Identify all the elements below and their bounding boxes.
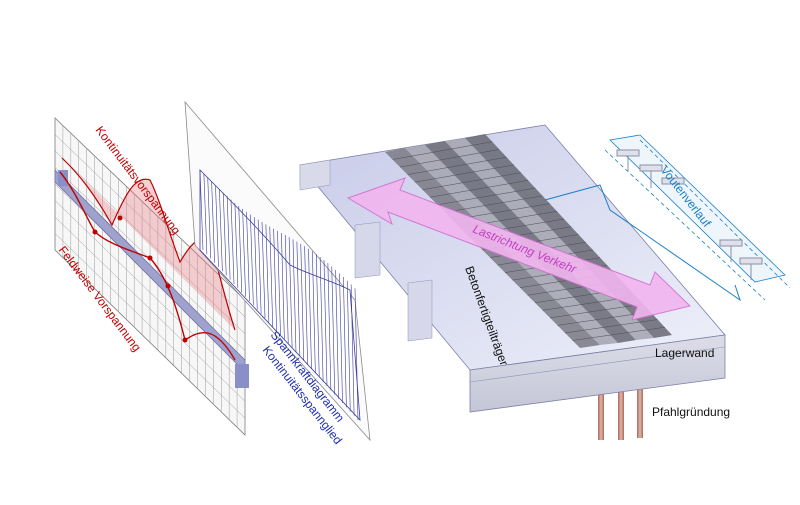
force-hatch-line [354, 288, 359, 421]
force-hatch-line [308, 248, 312, 370]
label-lagerwand: Lagerwand [655, 346, 714, 360]
force-hatch-line [273, 228, 277, 331]
force-hatch-line [339, 273, 343, 404]
force-hatch-line [319, 257, 324, 382]
support-block [58, 170, 68, 186]
force-hatch-line [304, 246, 308, 365]
load-direction-arrow [346, 177, 691, 321]
force-hatch-line [211, 181, 215, 263]
force-hatch-line [269, 226, 274, 327]
force-hatch-line [242, 208, 246, 297]
force-hatch-line [350, 284, 355, 416]
force-hatch-line [343, 276, 347, 408]
force-hatch-line [199, 169, 204, 251]
force-hatch-line [253, 217, 258, 310]
girder-segment-line [399, 149, 500, 168]
grid-line [54, 200, 246, 385]
bearing-wall [469, 334, 726, 413]
force-hatch-line [215, 185, 219, 268]
force-hatch-line [277, 230, 281, 336]
force-hatch-line [331, 266, 336, 395]
force-hatch-line [261, 222, 266, 319]
label-voutenverlauf: Voutenverlauf [658, 163, 715, 230]
force-hatch-line [230, 199, 235, 285]
girder-segment-line [564, 319, 658, 334]
force-hatch-line [335, 269, 339, 399]
girder-segment-line [392, 141, 493, 160]
girder-segment-line [572, 327, 665, 341]
girder-segment-line [414, 164, 514, 183]
force-hatch-line [296, 241, 301, 357]
force-hatch-line [312, 251, 316, 374]
grid-line [54, 233, 246, 419]
tendon-force-diagram: Spannkraftdiagramm Kontinuitätsspannglie… [184, 100, 371, 447]
grid-line [54, 134, 246, 318]
force-hatch-line [284, 235, 289, 344]
force-hatch-line [222, 192, 227, 276]
force-hatch-line [281, 232, 285, 340]
force-hatch-line [238, 205, 243, 293]
girder-segment-line [444, 195, 543, 213]
girder-segment-line [549, 303, 644, 319]
force-hatch-line [288, 237, 293, 348]
girder-segment-line [437, 187, 536, 206]
force-hatch-line [203, 173, 208, 255]
force-hatch-line [327, 263, 332, 391]
force-hatch-line [265, 224, 270, 323]
force-hatch-line [315, 254, 320, 378]
force-hatch-line [246, 211, 250, 302]
force-hatch-line [257, 219, 262, 314]
girder-segment-line [429, 180, 529, 198]
force-hatch-line [207, 177, 212, 259]
girder-segment-line [422, 172, 522, 190]
label-pfahlgruendung: Pfahlgründung [652, 405, 730, 419]
force-hatch-line [219, 189, 223, 272]
force-hatch-line [300, 243, 305, 361]
force-hatch-line [234, 202, 239, 289]
grid-line [54, 150, 246, 334]
force-hatch-line [226, 196, 231, 280]
force-hatch-line [292, 239, 297, 353]
force-hatch-line [323, 260, 328, 387]
force-hatch-line [250, 214, 254, 306]
support-block [235, 364, 249, 388]
grid-line [54, 216, 246, 402]
force-hatch-line [346, 280, 351, 412]
girder-segment-line [407, 156, 507, 175]
bridge-model: Lastrichtung Verkehr Betonfertigteilträg… [299, 124, 730, 440]
